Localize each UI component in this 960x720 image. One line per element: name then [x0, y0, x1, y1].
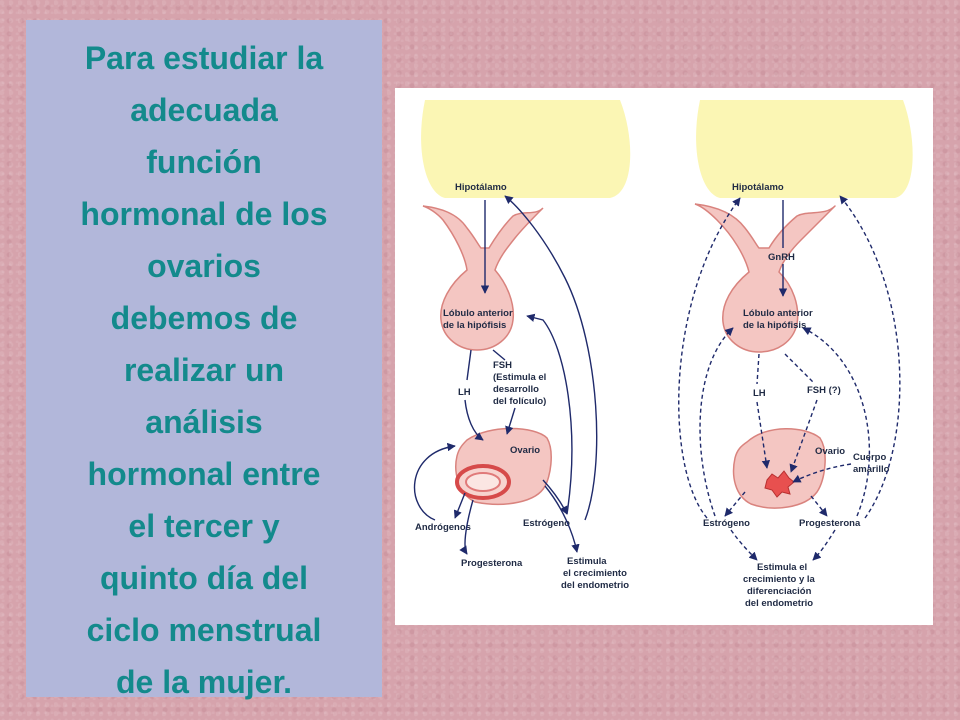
- arrow-estrogeno-to-lobulo-left: [526, 313, 573, 515]
- arrow-ovary-to-estrogeno-right: [724, 491, 746, 517]
- label-ovario-left: Ovario: [510, 445, 540, 456]
- arrow-ovary-to-progesterona-left: [459, 499, 474, 555]
- label-androgenos: Andrógenos: [415, 522, 471, 533]
- hypothalamus-right: [696, 100, 913, 198]
- label-lobulo-left-2: de la hipófisis: [443, 320, 506, 331]
- pituitary-right: [694, 203, 836, 353]
- arrow-androgenos-to-ovary-left: [413, 442, 456, 521]
- arrow-fsh-to-ovary-left: [505, 407, 516, 435]
- label-ovario-right: Ovario: [815, 446, 845, 457]
- follicle-inner-left: [465, 472, 501, 492]
- label-estrogeno-left: Estrógeno: [523, 518, 570, 529]
- panel-line: función: [146, 144, 262, 180]
- arrow-estrogeno-to-hipo-right: [678, 197, 741, 519]
- label-estimula-right-2: crecimiento y la: [743, 574, 816, 585]
- pituitary-left: [422, 205, 544, 351]
- label-lobulo-right-1: Lóbulo anterior: [743, 308, 813, 319]
- arrow-ovary-to-progesterona-right: [810, 495, 828, 517]
- arrow-lobulo-to-fsh-left: [492, 349, 506, 361]
- label-hipotalamo-left: Hipotálamo: [455, 182, 507, 193]
- panel-line: debemos de: [110, 300, 298, 336]
- label-fsh-left-1: FSH: [493, 360, 512, 371]
- label-progesterona-left: Progesterona: [461, 558, 523, 569]
- label-estimula-right-1: Estimula el: [757, 562, 807, 573]
- label-lh-right: LH: [753, 388, 766, 399]
- label-estimula-right-3: diferenciación: [747, 586, 812, 597]
- label-lobulo-left-1: Lóbulo anterior: [443, 308, 513, 319]
- panel-line: el tercer y: [128, 508, 280, 544]
- label-fsh-right: FSH (?): [807, 385, 841, 396]
- label-hipotalamo-right: Hipotálamo: [732, 182, 784, 193]
- arrow-lobulo-to-lh-left: [466, 349, 472, 381]
- right-diagram: Hipotálamo GnRH Lóbulo anterior de la hi…: [678, 100, 913, 609]
- label-estimula-left-2: el crecimiento: [563, 568, 627, 579]
- label-cuerpo-right-1: Cuerpo: [853, 452, 886, 463]
- label-estimula-right-4: del endometrio: [745, 598, 813, 609]
- panel-text: Para estudiar la adecuada función hormon…: [32, 32, 376, 708]
- arrow-progesterona-to-estimula-right: [812, 529, 836, 561]
- panel-line: realizar un: [123, 352, 285, 388]
- label-lh-left: LH: [458, 387, 471, 398]
- hypothalamus-left: [421, 100, 631, 198]
- panel-line: Para estudiar la: [84, 40, 324, 76]
- panel-line: de la mujer.: [115, 664, 293, 700]
- arrow-lobulo-to-fsh-right: [784, 353, 814, 383]
- left-diagram: Hipotálamo Lóbulo anterior de la hipófis…: [413, 100, 631, 591]
- panel-line: hormonal de los: [80, 196, 328, 232]
- panel-line: hormonal entre: [87, 456, 321, 492]
- label-fsh-left-4: del folículo): [493, 396, 546, 407]
- label-estimula-left-1: Estimula: [567, 556, 607, 567]
- arrow-lh-to-ovary-left: [464, 399, 484, 441]
- text-panel: Para estudiar la adecuada función hormon…: [26, 20, 382, 700]
- label-fsh-left-2: (Estimula el: [493, 372, 546, 383]
- arrow-estrogeno-to-estimula-right: [730, 529, 758, 561]
- corpus-luteum-right: [764, 470, 795, 498]
- panel-line: adecuada: [130, 92, 278, 128]
- label-progesterona-right: Progesterona: [799, 518, 861, 529]
- label-cuerpo-right-2: amarillo: [853, 464, 890, 475]
- arrow-estrogeno-to-hipo-left: [504, 195, 598, 521]
- hormone-diagram: Hipotálamo Lóbulo anterior de la hipófis…: [413, 100, 913, 609]
- ovary-right: [732, 428, 826, 509]
- arrow-ovary-to-estimula-left: [544, 485, 580, 553]
- panel-line: quinto día del: [100, 560, 308, 596]
- arrow-ovary-to-estrogeno-left: [542, 479, 568, 515]
- label-lobulo-right-2: de la hipófisis: [743, 320, 806, 331]
- arrow-fsh-to-ovary-right: [789, 399, 818, 473]
- arrow-lobulo-to-lh-right: [756, 353, 760, 385]
- panel-line: ciclo menstrual: [86, 612, 322, 648]
- arrow-cuerpo-to-corpus-right: [792, 463, 852, 483]
- label-fsh-left-3: desarrollo: [493, 384, 539, 395]
- arrow-progesterona-to-hipo-right: [839, 195, 901, 519]
- diagram-frame: Hipotálamo Lóbulo anterior de la hipófis…: [395, 88, 933, 625]
- label-gnrh-right: GnRH: [768, 252, 795, 263]
- label-estrogeno-right: Estrógeno: [703, 518, 750, 529]
- panel-line: análisis: [145, 404, 263, 440]
- panel-line: ovarios: [147, 248, 261, 284]
- label-estimula-left-3: del endometrio: [561, 580, 629, 591]
- arrow-ovary-to-androgenos-left: [453, 492, 466, 519]
- arrow-estrogeno-to-lobulo-right: [699, 327, 734, 517]
